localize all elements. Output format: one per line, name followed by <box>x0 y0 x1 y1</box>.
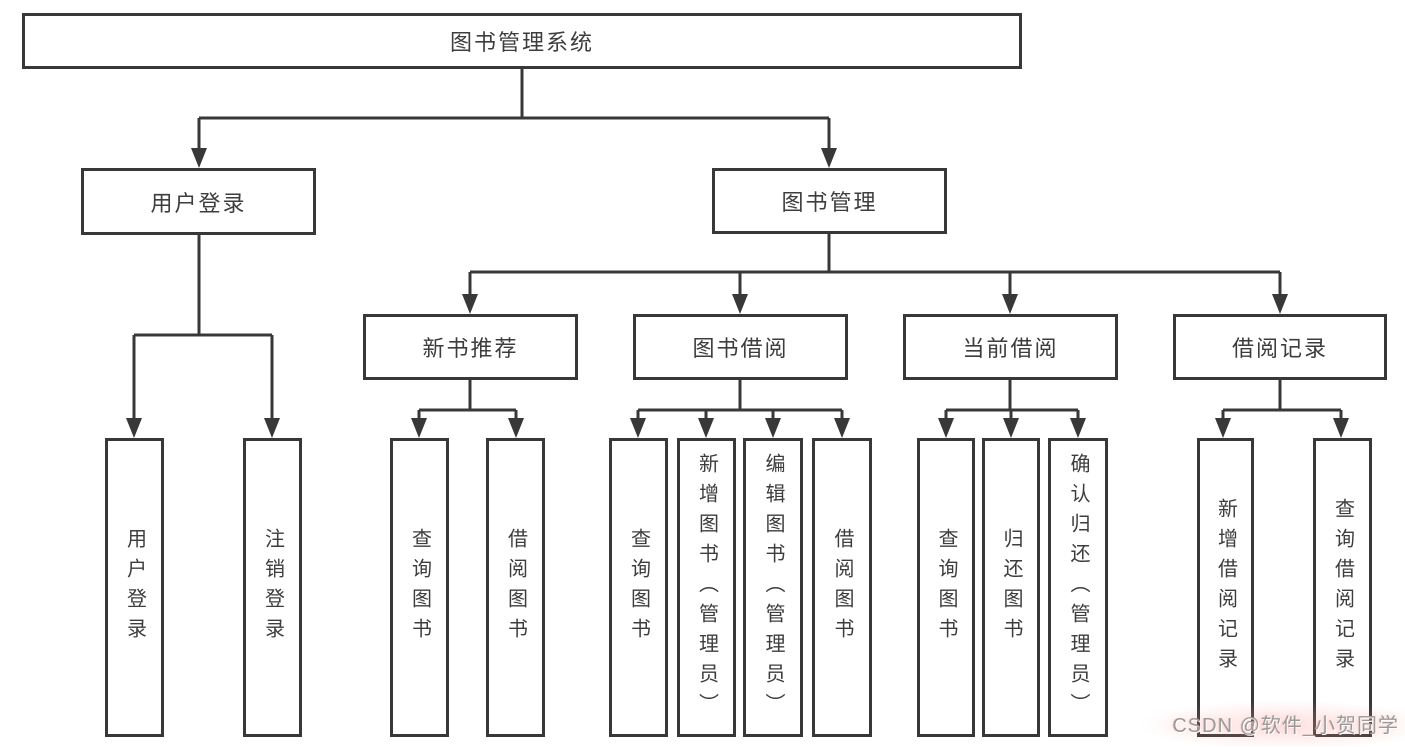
arrowhead <box>264 418 280 438</box>
node-label: 用户登录 <box>150 190 247 216</box>
node-label: 用户登录 <box>123 527 146 648</box>
arrowhead <box>191 148 207 168</box>
node-label: 图书管理系统 <box>449 30 594 55</box>
node-label: 借阅图书 <box>831 527 853 648</box>
connector-book-management-children <box>462 234 1288 314</box>
leaf-return-books: 归还图书 <box>982 438 1040 737</box>
node-label: 注销登录 <box>261 527 284 648</box>
node-root: 图书管理系统 <box>22 13 1022 69</box>
arrowhead <box>938 418 954 438</box>
node-borrowing-records: 借阅记录 <box>1173 314 1387 380</box>
node-book-management: 图书管理 <box>712 168 947 234</box>
arrowhead <box>1002 294 1018 314</box>
node-label: 归还图书 <box>1000 527 1022 648</box>
arrowhead <box>462 294 478 314</box>
connector-current-borrowing-children <box>938 380 1086 438</box>
node-label: 新书推荐 <box>422 336 519 361</box>
arrowhead <box>1003 418 1019 438</box>
node-current-borrowing: 当前借阅 <box>903 314 1118 380</box>
node-label: 新增图书（管理员） <box>695 452 718 723</box>
arrowhead <box>1070 418 1086 438</box>
node-label: 借阅记录 <box>1231 336 1328 361</box>
node-label: 当前借阅 <box>962 336 1059 361</box>
node-book-borrowing: 图书借阅 <box>633 314 848 380</box>
leaf-add-borrow-record: 新增借阅记录 <box>1197 438 1254 737</box>
arrowhead <box>630 418 646 438</box>
arrowhead <box>411 418 427 438</box>
leaf-edit-book-admin: 编辑图书（管理员） <box>743 438 803 737</box>
arrowhead <box>834 418 850 438</box>
arrowhead <box>1272 294 1288 314</box>
leaf-borrow-books: 借阅图书 <box>812 438 872 737</box>
arrowhead <box>508 418 524 438</box>
leaf-query-books-borrowing: 查询图书 <box>609 438 668 737</box>
node-label: 新增借阅记录 <box>1214 497 1237 678</box>
node-label: 图书借阅 <box>692 336 789 361</box>
node-label: 查询借阅记录 <box>1331 497 1354 678</box>
arrowhead <box>821 148 837 168</box>
node-label: 查询图书 <box>935 527 957 648</box>
arrowhead <box>1333 418 1349 438</box>
connector-new-book-recommend-children <box>411 380 524 438</box>
arrowhead <box>765 418 781 438</box>
leaf-confirm-return-admin: 确认归还（管理员） <box>1048 438 1108 737</box>
node-user-login: 用户登录 <box>81 168 316 235</box>
node-label: 借阅图书 <box>504 527 527 648</box>
node-label: 查询图书 <box>408 527 431 648</box>
connector-user-login-children <box>126 235 280 438</box>
leaf-add-book-admin: 新增图书（管理员） <box>677 438 736 737</box>
node-label: 图书管理 <box>781 190 878 215</box>
arrowhead <box>732 294 748 314</box>
leaf-borrow-books-recommend: 借阅图书 <box>486 438 545 737</box>
arrowhead <box>698 418 714 438</box>
node-label: 编辑图书（管理员） <box>762 452 784 723</box>
connector-book-borrowing-children <box>630 380 850 438</box>
arrowhead <box>126 418 142 438</box>
leaf-user-login: 用户登录 <box>105 438 164 737</box>
leaf-logout: 注销登录 <box>243 438 302 737</box>
leaf-query-books-current: 查询图书 <box>917 438 975 737</box>
node-new-book-recommend: 新书推荐 <box>363 314 578 380</box>
node-label: 确认归还（管理员） <box>1067 452 1089 723</box>
leaf-query-books-recommend: 查询图书 <box>390 438 449 737</box>
node-label: 查询图书 <box>627 527 650 648</box>
arrowhead <box>1215 418 1231 438</box>
leaf-query-borrow-record: 查询借阅记录 <box>1313 438 1372 737</box>
connector-root-to-level1 <box>191 69 837 168</box>
connector-borrowing-records-children <box>1215 380 1349 438</box>
